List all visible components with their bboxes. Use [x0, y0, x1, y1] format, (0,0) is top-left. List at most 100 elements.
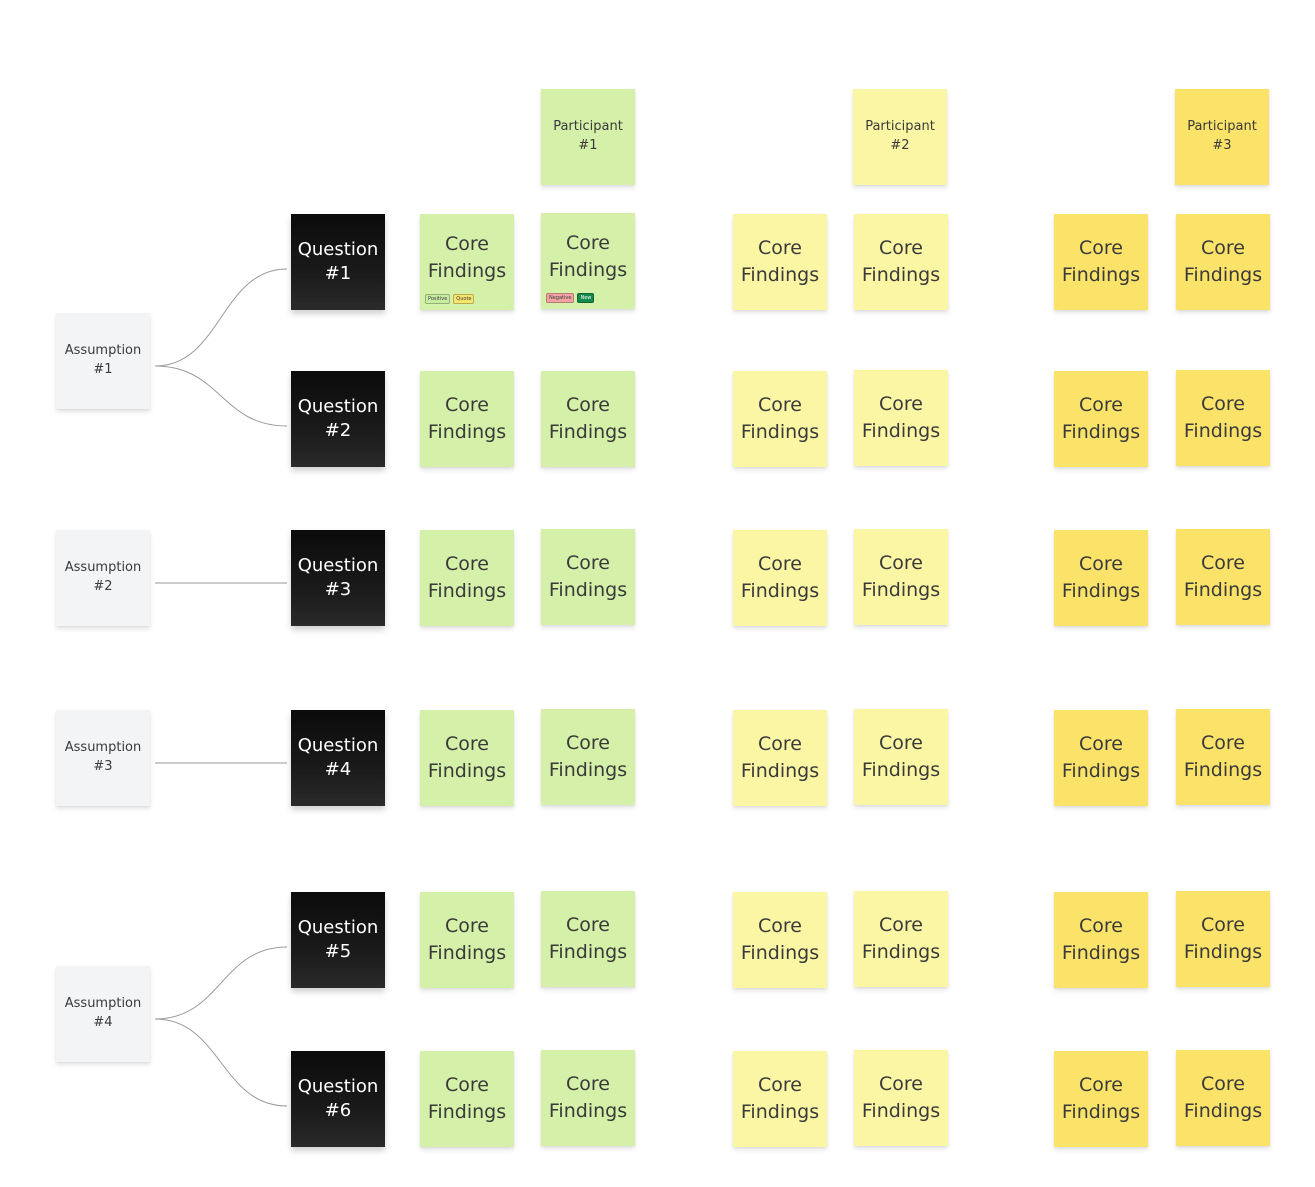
participant-3-sticky-label: Participant #3	[1187, 119, 1257, 153]
core-findings-sticky-label: Core Findings	[1183, 552, 1263, 601]
connector-assumption-4-question-6[interactable]	[154, 1018, 288, 1107]
core-findings-sticky[interactable]: Core Findings	[420, 710, 514, 806]
core-findings-sticky[interactable]: Core Findings	[1054, 371, 1148, 467]
assumption-4-sticky-label: Assumption #4	[64, 996, 142, 1030]
core-findings-sticky[interactable]: Core Findings	[541, 891, 635, 987]
assumption-4-sticky[interactable]: Assumption #4	[56, 966, 150, 1062]
core-findings-sticky-label: Core Findings	[1183, 1073, 1263, 1122]
core-findings-sticky-label: Core Findings	[740, 733, 820, 782]
core-findings-sticky-label: Core Findings	[861, 914, 941, 963]
core-findings-sticky-label: Core Findings	[548, 914, 628, 963]
question-6-sticky-label: Question #6	[297, 1075, 379, 1121]
core-findings-sticky[interactable]: Core Findings	[1054, 892, 1148, 988]
core-findings-sticky[interactable]: Core Findings	[854, 529, 948, 625]
core-findings-sticky[interactable]: Core Findings	[541, 529, 635, 625]
tag-quote[interactable]: Quote	[453, 294, 475, 304]
connector-assumption-1-question-2[interactable]	[154, 365, 288, 427]
tag-negative[interactable]: Negative	[546, 293, 575, 303]
core-findings-sticky[interactable]: Core Findings	[420, 1051, 514, 1147]
assumption-3-sticky[interactable]: Assumption #3	[56, 710, 150, 806]
core-findings-sticky[interactable]: Core Findings	[1176, 214, 1270, 310]
tag-positive[interactable]: Positive	[425, 294, 451, 304]
core-findings-sticky[interactable]: Core Findings	[854, 891, 948, 987]
core-findings-sticky-label: Core Findings	[427, 1074, 507, 1123]
core-findings-sticky-label: Core Findings	[1061, 394, 1141, 443]
participant-1-sticky[interactable]: Participant #1	[541, 89, 635, 185]
question-3-sticky[interactable]: Question #3	[291, 530, 385, 626]
core-findings-sticky-label: Core Findings	[427, 233, 507, 282]
core-findings-sticky[interactable]: Core Findings	[733, 710, 827, 806]
core-findings-sticky-label: Core Findings	[1183, 732, 1263, 781]
core-findings-sticky[interactable]: Core Findings	[733, 1051, 827, 1147]
core-findings-sticky-label: Core Findings	[740, 553, 820, 602]
core-findings-sticky[interactable]: Core Findings	[541, 371, 635, 467]
core-findings-sticky[interactable]: Core Findings	[854, 709, 948, 805]
tag-new[interactable]: New	[577, 293, 595, 303]
participant-3-sticky[interactable]: Participant #3	[1175, 89, 1269, 185]
participant-2-sticky[interactable]: Participant #2	[853, 89, 947, 185]
core-findings-sticky-label: Core Findings	[427, 915, 507, 964]
core-findings-sticky-label: Core Findings	[548, 552, 628, 601]
core-findings-sticky[interactable]: Core Findings	[733, 530, 827, 626]
question-4-sticky[interactable]: Question #4	[291, 710, 385, 806]
core-findings-sticky[interactable]: Core Findings	[1176, 1050, 1270, 1146]
assumption-2-sticky-label: Assumption #2	[64, 560, 142, 594]
core-findings-sticky[interactable]: Core Findings	[733, 214, 827, 310]
core-findings-sticky-label: Core Findings	[1061, 915, 1141, 964]
core-findings-sticky-label: Core Findings	[740, 394, 820, 443]
question-2-sticky[interactable]: Question #2	[291, 371, 385, 467]
core-findings-sticky[interactable]: Core Findings	[420, 371, 514, 467]
core-findings-sticky[interactable]: Core Findings	[420, 530, 514, 626]
core-findings-sticky-label: Core Findings	[1061, 237, 1141, 286]
question-5-sticky[interactable]: Question #5	[291, 892, 385, 988]
core-findings-sticky[interactable]: Core Findings	[854, 1050, 948, 1146]
core-findings-sticky[interactable]: Core Findings	[1054, 214, 1148, 310]
core-findings-sticky[interactable]: Core Findings	[733, 892, 827, 988]
question-3-sticky-label: Question #3	[297, 554, 379, 600]
core-findings-sticky[interactable]: Core Findings	[854, 370, 948, 466]
core-findings-sticky-label: Core Findings	[427, 733, 507, 782]
core-findings-sticky[interactable]: Core Findings	[1176, 370, 1270, 466]
core-findings-sticky[interactable]: Core Findings	[1054, 530, 1148, 626]
core-findings-sticky[interactable]: Core Findings	[1176, 709, 1270, 805]
core-findings-sticky[interactable]: Core Findings	[1176, 529, 1270, 625]
core-findings-sticky-label: Core Findings	[1061, 1074, 1141, 1123]
assumption-1-sticky-label: Assumption #1	[64, 343, 142, 377]
core-findings-sticky-label: Core Findings	[740, 915, 820, 964]
question-6-sticky[interactable]: Question #6	[291, 1051, 385, 1147]
core-findings-sticky-label: Core Findings	[861, 237, 941, 286]
core-findings-sticky[interactable]: Core Findings	[854, 214, 948, 310]
core-findings-sticky[interactable]: Core Findings	[1054, 1051, 1148, 1147]
core-findings-sticky-label: Core Findings	[861, 1073, 941, 1122]
core-findings-sticky[interactable]: Core Findings	[1176, 891, 1270, 987]
core-findings-sticky[interactable]: Core Findings	[1054, 710, 1148, 806]
core-findings-sticky-label: Core Findings	[548, 1073, 628, 1122]
core-findings-sticky-label: Core Findings	[1183, 914, 1263, 963]
core-findings-sticky-label: Core Findings	[548, 232, 628, 281]
question-1-sticky-label: Question #1	[297, 238, 379, 284]
core-findings-sticky-label: Core Findings	[740, 237, 820, 286]
core-findings-sticky-label: Core Findings	[1061, 553, 1141, 602]
core-findings-sticky[interactable]: Core Findings	[733, 371, 827, 467]
question-2-sticky-label: Question #2	[297, 395, 379, 441]
core-findings-sticky[interactable]: Core Findings	[541, 709, 635, 805]
core-findings-sticky-label: Core Findings	[427, 553, 507, 602]
core-findings-sticky-label: Core Findings	[1061, 733, 1141, 782]
core-findings-sticky-label: Core Findings	[427, 394, 507, 443]
core-findings-sticky[interactable]: Core Findings	[420, 892, 514, 988]
connector-assumption-4-question-5[interactable]	[154, 946, 288, 1020]
assumption-1-sticky[interactable]: Assumption #1	[56, 313, 150, 409]
question-5-sticky-label: Question #5	[297, 916, 379, 962]
assumption-2-sticky[interactable]: Assumption #2	[56, 530, 150, 626]
core-findings-sticky[interactable]: Core Findings	[541, 1050, 635, 1146]
question-1-sticky[interactable]: Question #1	[291, 214, 385, 310]
core-findings-sticky-label: Core Findings	[861, 552, 941, 601]
connector-assumption-1-question-1[interactable]	[154, 268, 288, 367]
participant-1-sticky-label: Participant #1	[553, 119, 623, 153]
core-findings-sticky-label: Core Findings	[861, 393, 941, 442]
